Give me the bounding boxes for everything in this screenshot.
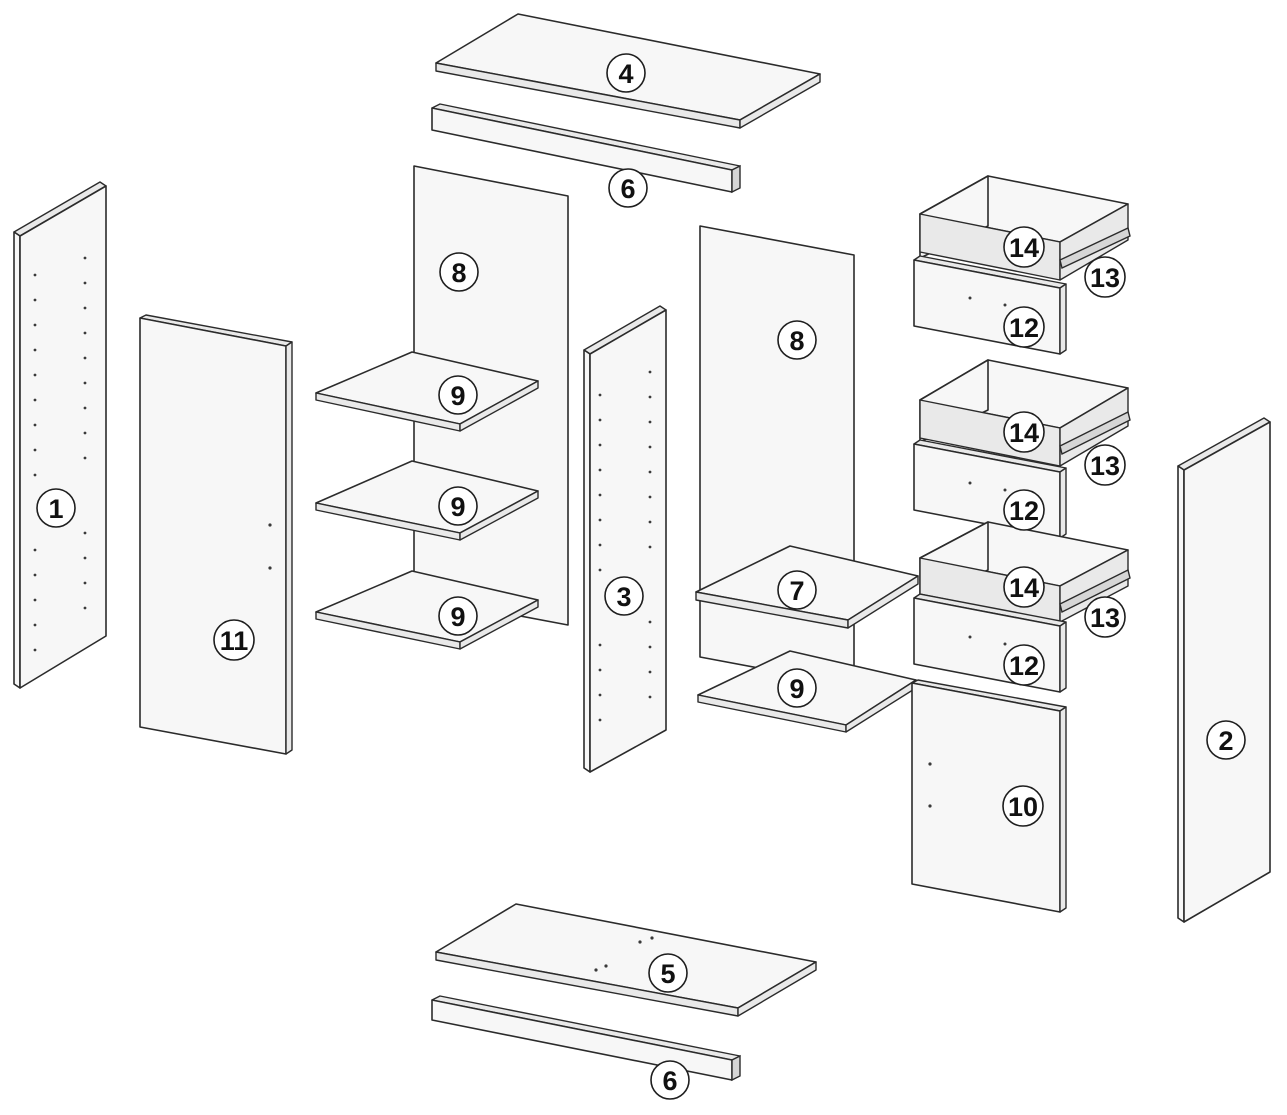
label-part-9-c: 9 [438,596,478,636]
label-part-11-text: 11 [220,626,249,656]
label-part-12-b-text: 12 [1009,496,1039,526]
label-part-7-text: 7 [789,576,804,606]
drawer-set-1 [913,175,1131,355]
label-part-4-text: 4 [618,59,633,89]
part-9-shelf-b [315,460,539,541]
label-part-12-a-text: 12 [1009,313,1039,343]
label-part-4: 4 [606,53,646,93]
part-13-drawer-runner-2 [1059,410,1131,456]
label-part-5: 5 [648,953,688,993]
label-part-8-right: 8 [777,320,817,360]
part-3-shelf-holes [598,370,652,722]
part-1-shelf-holes [33,256,87,652]
label-part-10-text: 10 [1008,792,1038,822]
label-part-14-c-text: 14 [1009,573,1039,603]
label-part-9-b-text: 9 [450,492,465,522]
label-part-10: 10 [1002,785,1044,827]
label-part-1: 1 [36,488,76,528]
label-part-9-a: 9 [438,375,478,415]
part-9-shelf-c [315,570,539,650]
part-2-right-side-panel [1177,417,1271,923]
label-part-14-b: 14 [1003,411,1045,453]
label-part-13-c: 13 [1084,596,1126,638]
part-13-drawer-runner-1 [1059,227,1131,269]
label-part-13-b: 13 [1084,444,1126,486]
part-13-drawer-runner-3 [1059,568,1131,614]
label-part-8-right-text: 8 [789,326,804,356]
part-9-shelf-a [315,351,539,432]
part-1-left-side-panel [13,181,107,689]
label-part-6-top: 6 [608,168,648,208]
label-part-13-a-text: 13 [1090,263,1120,293]
label-part-14-a-text: 14 [1009,233,1039,263]
label-part-9-d-text: 9 [789,674,804,704]
label-part-14-b-text: 14 [1009,418,1039,448]
label-part-9-a-text: 9 [450,381,465,411]
label-part-13-a: 13 [1084,256,1126,298]
label-part-5-text: 5 [660,959,675,989]
label-part-9-d: 9 [777,668,817,708]
label-part-12-b: 12 [1003,489,1045,531]
part-11-door-panel [139,314,293,755]
label-part-8-left-text: 8 [451,258,466,288]
label-part-2-text: 2 [1218,726,1233,756]
label-part-12-a: 12 [1003,306,1045,348]
label-part-6-bottom: 6 [650,1060,690,1100]
label-part-1-text: 1 [48,494,63,524]
label-part-13-c-text: 13 [1090,603,1120,633]
label-part-9-c-text: 9 [450,602,465,632]
part-6-top-rail [431,103,741,194]
label-part-12-c: 12 [1003,644,1045,686]
label-part-9-b: 9 [438,486,478,526]
label-part-12-c-text: 12 [1009,651,1039,681]
label-part-2: 2 [1206,720,1246,760]
label-part-3-text: 3 [616,582,631,612]
label-part-14-a: 14 [1003,226,1045,268]
part-5-bottom-board [435,903,817,1017]
part-6-bottom-rail [431,995,741,1082]
label-part-14-c: 14 [1003,566,1045,608]
label-part-7: 7 [777,570,817,610]
label-part-3: 3 [604,576,644,616]
part-3-middle-divider [583,305,667,773]
label-part-6-bottom-text: 6 [662,1066,677,1096]
label-part-6-top-text: 6 [620,174,635,204]
part-10-lower-door [911,679,1067,913]
label-part-13-b-text: 13 [1090,451,1120,481]
label-part-11: 11 [213,619,255,661]
label-part-8-left: 8 [439,252,479,292]
